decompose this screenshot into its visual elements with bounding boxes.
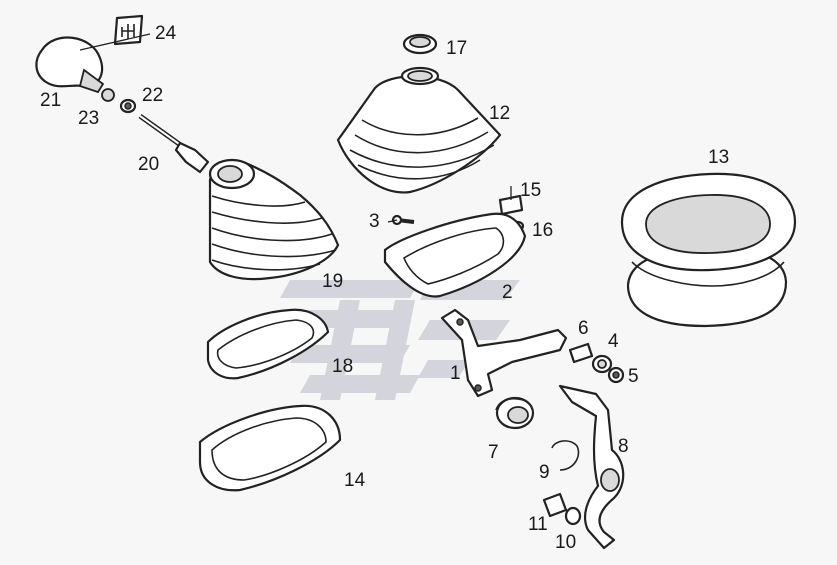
callout-7: 7 bbox=[488, 442, 499, 463]
callout-3: 3 bbox=[369, 211, 380, 232]
callout-15: 15 bbox=[520, 180, 541, 201]
part-6-bushing bbox=[568, 342, 594, 364]
part-24-shift-pattern-label bbox=[113, 14, 144, 46]
callout-17: 17 bbox=[446, 38, 467, 59]
part-18-boot-frame bbox=[206, 308, 330, 380]
callout-20: 20 bbox=[138, 154, 159, 175]
part-11-bush bbox=[542, 492, 568, 518]
callout-14: 14 bbox=[344, 470, 366, 491]
part-8-selector-arm bbox=[558, 384, 625, 550]
part-10-bush bbox=[564, 506, 582, 526]
callout-6: 6 bbox=[578, 318, 589, 339]
callout-24: 24 bbox=[155, 23, 177, 44]
part-2-base-plate bbox=[383, 212, 527, 298]
part-12-outer-boot bbox=[336, 66, 502, 194]
callout-2: 2 bbox=[502, 282, 513, 303]
part-7-pivot-bushing bbox=[495, 396, 535, 430]
callout-10: 10 bbox=[555, 532, 576, 553]
part-17-cap bbox=[402, 33, 438, 55]
callout-21: 21 bbox=[40, 90, 61, 111]
part-4-spacer bbox=[591, 354, 613, 374]
callout-4: 4 bbox=[608, 331, 619, 352]
callout-16: 16 bbox=[532, 220, 553, 241]
leader-lines bbox=[79, 33, 512, 223]
callout-8: 8 bbox=[618, 436, 629, 457]
part-21-gear-knob bbox=[35, 36, 105, 94]
part-22-washer bbox=[119, 98, 137, 114]
callout-1: 1 bbox=[450, 363, 461, 384]
callout-13: 13 bbox=[708, 147, 729, 168]
callout-18: 18 bbox=[332, 356, 353, 377]
callout-23: 23 bbox=[78, 108, 99, 129]
part-15-bracket bbox=[498, 194, 524, 216]
callout-12: 12 bbox=[489, 103, 510, 124]
part-20-shift-lever bbox=[138, 113, 210, 174]
watermark-logo bbox=[270, 280, 520, 400]
callout-22: 22 bbox=[142, 85, 163, 106]
part-19-inner-boot bbox=[208, 158, 340, 281]
part-9-spring-ring bbox=[551, 440, 580, 471]
part-13-large-seal bbox=[620, 172, 797, 328]
callout-9: 9 bbox=[539, 462, 550, 483]
part-23-ring bbox=[101, 88, 115, 102]
callout-19: 19 bbox=[322, 271, 343, 292]
part-14-seal-frame bbox=[198, 404, 342, 492]
part-5-nut bbox=[607, 366, 625, 384]
callout-11: 11 bbox=[528, 514, 548, 535]
part-1-lever-arm bbox=[440, 308, 568, 398]
callout-5: 5 bbox=[628, 366, 639, 387]
